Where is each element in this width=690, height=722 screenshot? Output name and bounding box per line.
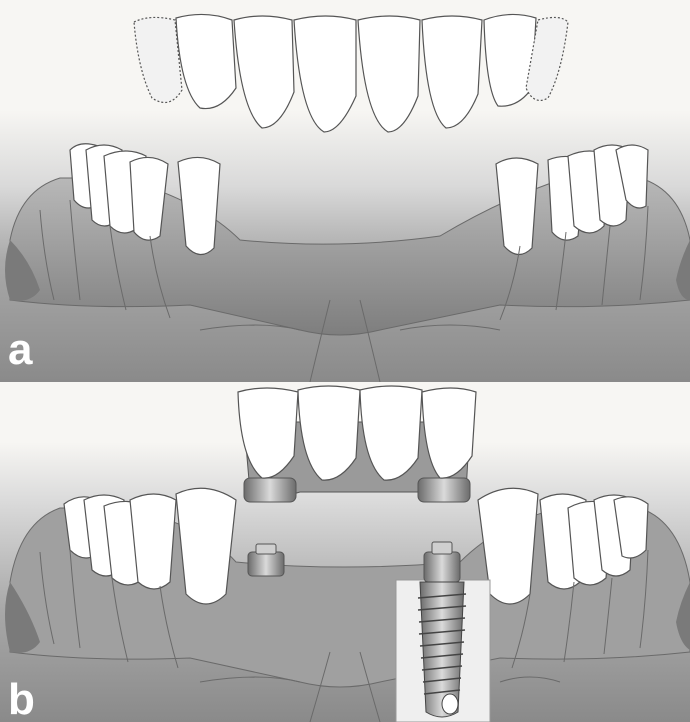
panel-b: b xyxy=(0,382,690,722)
prosthetic-bridge xyxy=(238,386,476,502)
panel-a-label: a xyxy=(8,328,32,372)
panel-a-drawing xyxy=(0,0,690,382)
panel-b-drawing xyxy=(0,382,690,722)
panel-b-label: b xyxy=(8,678,35,722)
panel-a: a xyxy=(0,0,690,382)
